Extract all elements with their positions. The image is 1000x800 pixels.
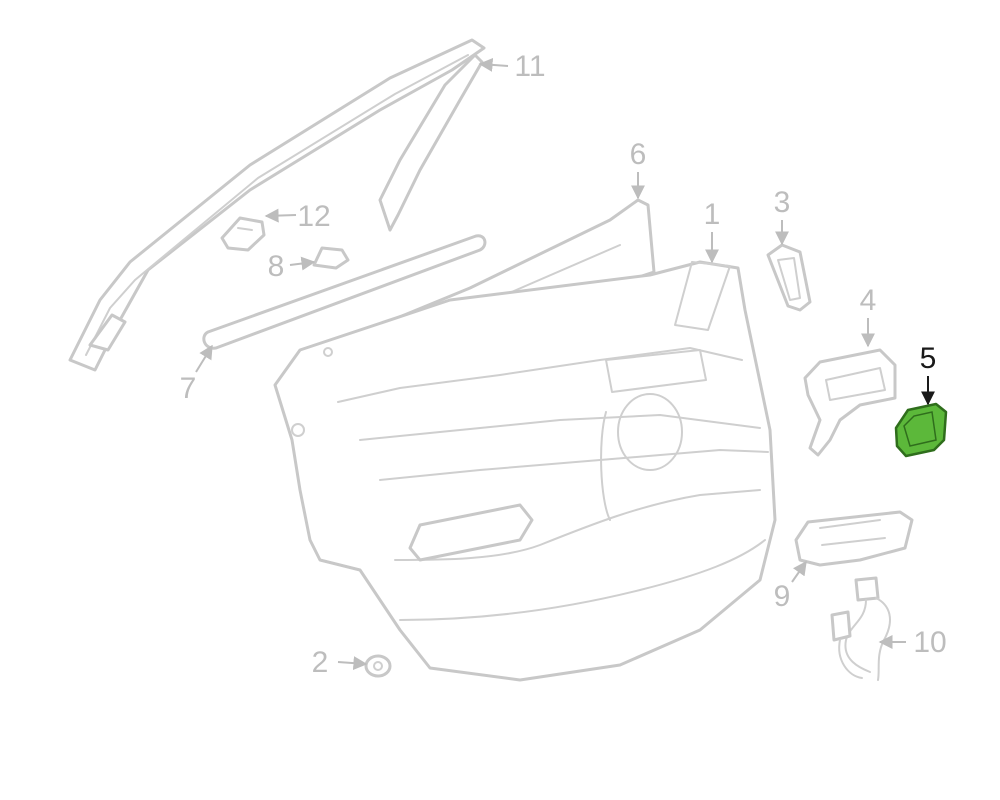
window-frame-trim[interactable] (68, 38, 486, 372)
leader-lines (195, 57, 935, 671)
callout-10: 10 (913, 626, 946, 659)
trim-clip[interactable] (220, 216, 266, 252)
callout-11: 11 (514, 50, 545, 83)
door-trim-panel[interactable] (273, 260, 777, 682)
callout-9: 9 (774, 580, 791, 613)
highlighted-switch-bezel[interactable] (894, 402, 948, 458)
callout-8: 8 (268, 250, 285, 283)
callout-12: 12 (297, 200, 330, 233)
small-bracket[interactable] (312, 246, 350, 270)
clip-fastener[interactable] (364, 654, 392, 678)
callout-labels: 1 2 3 4 5 6 7 8 9 10 11 12 (180, 50, 947, 679)
inner-handle-housing[interactable] (803, 348, 897, 457)
switch-bezel-frame[interactable] (766, 243, 812, 312)
callout-1: 1 (704, 198, 721, 231)
callout-2: 2 (312, 646, 329, 679)
belt-molding[interactable] (202, 234, 487, 350)
callout-7: 7 (180, 372, 197, 405)
wiring-harness[interactable] (830, 576, 891, 681)
callout-4: 4 (860, 284, 877, 317)
callout-5: 5 (920, 342, 937, 375)
window-switch[interactable] (794, 510, 914, 567)
callout-6: 6 (630, 138, 647, 171)
callout-3: 3 (774, 186, 791, 219)
